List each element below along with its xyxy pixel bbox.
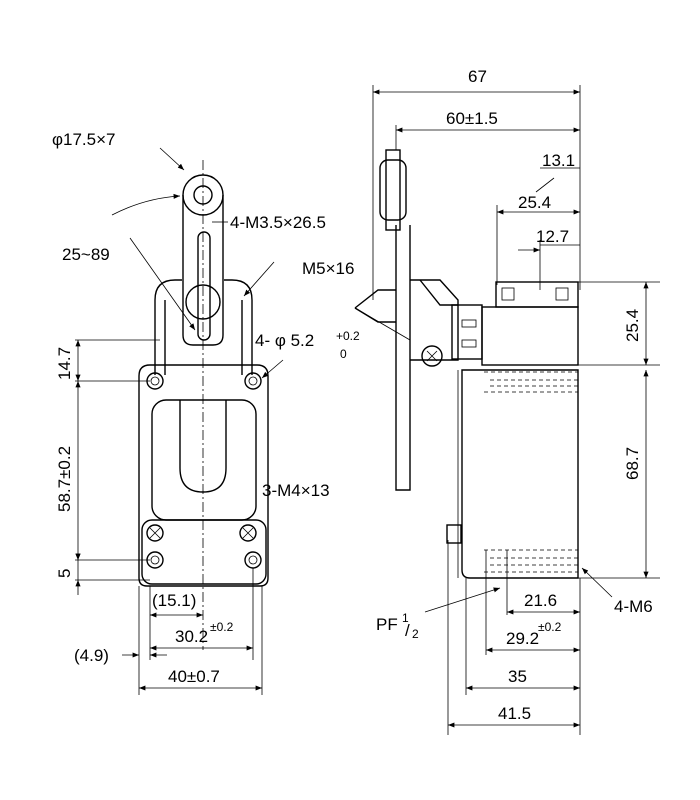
top-cap xyxy=(495,281,579,308)
leader xyxy=(581,567,613,598)
terminal xyxy=(461,319,477,328)
leader xyxy=(261,359,284,379)
upper-body xyxy=(481,306,579,366)
mount-hole xyxy=(150,555,160,565)
lever-nose-line xyxy=(354,307,411,341)
mount-hole xyxy=(244,372,262,390)
dim-line xyxy=(535,177,555,193)
front-view: φ17.5×7 4-M3.5×26.5 25~89 M5×16 4- φ 5.2… xyxy=(52,130,360,695)
angle-arc xyxy=(111,193,181,216)
cover-plate xyxy=(141,519,267,585)
dim-60-label: 60±1.5 xyxy=(446,109,498,128)
leader xyxy=(243,261,275,297)
angle-label: 25~89 xyxy=(62,245,110,264)
lever-nose xyxy=(354,289,396,323)
head-block xyxy=(410,279,459,361)
tol-plus-label: +0.2 xyxy=(336,329,360,343)
screw-cross-icon xyxy=(242,527,254,539)
mount-hole xyxy=(248,376,258,386)
dim-41-5-label: 41.5 xyxy=(498,704,531,723)
lever-plate xyxy=(395,225,411,491)
head-right xyxy=(224,279,253,375)
head-inner xyxy=(164,300,243,375)
dim-30-2-label: 30.2 xyxy=(175,627,208,646)
mount-hole xyxy=(150,376,160,386)
mount-hole xyxy=(248,555,258,565)
screw-cross-icon xyxy=(149,527,161,539)
thread-hidden xyxy=(484,371,578,393)
body-window xyxy=(151,399,257,521)
terminal xyxy=(461,339,477,348)
dim-21-6-tol-label: ±0.2 xyxy=(538,620,562,634)
dim-4-9-label: (4.9) xyxy=(74,646,109,665)
roller-side xyxy=(379,159,407,221)
switch-body xyxy=(138,364,269,587)
thread-hidden xyxy=(484,549,578,573)
tol-zero-label: 0 xyxy=(340,347,347,361)
side-body xyxy=(461,369,579,579)
dim-40-label: 40±0.7 xyxy=(168,667,220,686)
mount-screw-label: 4-M6 xyxy=(614,597,653,616)
dim-67-label: 67 xyxy=(468,67,487,86)
cover-screw xyxy=(239,524,257,542)
dim-21-6-label: 21.6 xyxy=(524,591,557,610)
cap-hole xyxy=(501,287,515,301)
pf-label: PF xyxy=(376,615,398,634)
dim-5-label: 5 xyxy=(55,569,74,578)
angle-line xyxy=(129,237,196,331)
pf-num-label: 1 xyxy=(402,611,409,625)
dim-14-7-label: 14.7 xyxy=(55,347,74,380)
leader xyxy=(159,147,185,171)
pf-slash: / xyxy=(405,621,410,640)
side-screw xyxy=(421,345,443,367)
dim-25-4-top-label: 25.4 xyxy=(518,193,551,212)
dim-12-7-label: 12.7 xyxy=(536,227,569,246)
dim-58-7-label: 58.7±0.2 xyxy=(55,446,74,512)
head-left xyxy=(154,279,182,375)
cap-hole xyxy=(555,287,569,301)
lever-screw-label: 4-M3.5×26.5 xyxy=(230,213,326,232)
actuator-box xyxy=(451,304,483,360)
dim-68-7-label: 68.7 xyxy=(623,447,642,480)
pf-den-label: 2 xyxy=(412,627,419,641)
cover-screw xyxy=(146,524,164,542)
dim-25-4-right-label: 25.4 xyxy=(623,309,642,342)
roller-axle xyxy=(385,149,401,231)
roller-dia-label: φ17.5×7 xyxy=(52,130,116,149)
screw-cross-icon xyxy=(426,350,438,362)
dim-15-1-label: (15.1) xyxy=(152,591,196,610)
dim-13-1-label: 13.1 xyxy=(542,151,575,170)
dim-35-label: 35 xyxy=(508,667,527,686)
dim-29-2-label: 29.2 xyxy=(506,629,539,648)
mount-hole xyxy=(244,551,262,569)
lever-bolt-label: M5×16 xyxy=(302,259,354,278)
side-view: 67 60±1.5 13.1 25.4 12.7 25.4 68.7 PF 1 … xyxy=(354,67,660,735)
mount-holes-label: 4- φ 5.2 xyxy=(255,331,314,350)
conduit-screw-label: 3-M4×13 xyxy=(262,481,330,500)
conduit-stub xyxy=(446,524,462,544)
dim-30-2-tol-label: ±0.2 xyxy=(210,620,234,634)
leader xyxy=(424,587,501,613)
head-chamfer xyxy=(419,279,458,306)
